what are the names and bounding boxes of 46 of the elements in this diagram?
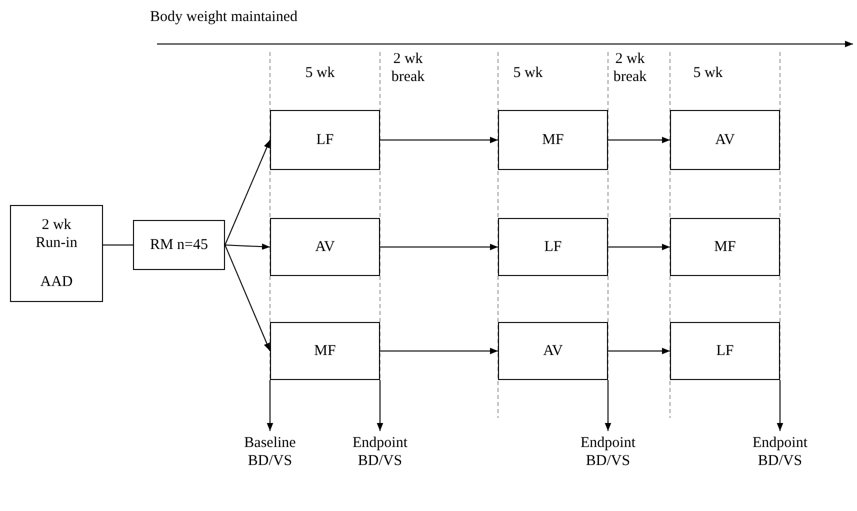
arrow [224,243,270,250]
node-text: RM n=45 [150,236,208,254]
diet-box [670,218,780,276]
node-text: Endpoint BD/VS [352,434,408,470]
arrow [266,380,274,432]
arrow [776,380,784,432]
node-text: AV [315,238,335,256]
arrow [608,136,670,144]
node-text: Endpoint BD/VS [752,434,808,470]
arrow [380,348,498,354]
arrow [224,140,270,246]
diet-box [670,110,780,170]
node-text: LF [316,131,334,149]
node-text: AV [543,342,563,360]
duration-label: 5 wk [692,64,724,82]
diet-box [270,322,380,380]
node-text: MF [314,342,336,360]
arrow [376,380,384,432]
diet-box [670,322,780,380]
diet-box [270,218,380,276]
node-text: MF [714,238,736,256]
arrow [604,380,612,432]
node-text: Endpoint BD/VS [580,434,636,470]
diet-box [270,110,380,170]
node-text: MF [542,131,564,149]
node-text: LF [544,238,562,256]
duration-label: 2 wk break [612,50,648,86]
arrow [608,348,670,354]
diet-box [498,218,608,276]
node-text: 2 wk Run-in [34,216,78,252]
duration-label: 5 wk [304,64,336,82]
diet-box [498,110,608,170]
node-text: AV [715,131,735,149]
node-text: AAD [40,272,73,291]
arrow [380,136,498,144]
diet-box [498,322,608,380]
arrow [224,244,270,352]
title-text: Body weight maintained [150,8,298,26]
duration-label: 5 wk [512,64,544,82]
duration-label: 2 wk break [390,50,426,86]
node-text: Baseline BD/VS [243,434,297,470]
run-in-box [10,205,103,302]
arrow [608,244,670,250]
arrow [380,244,498,250]
node-text: LF [716,342,734,360]
randomization-box [133,220,225,270]
